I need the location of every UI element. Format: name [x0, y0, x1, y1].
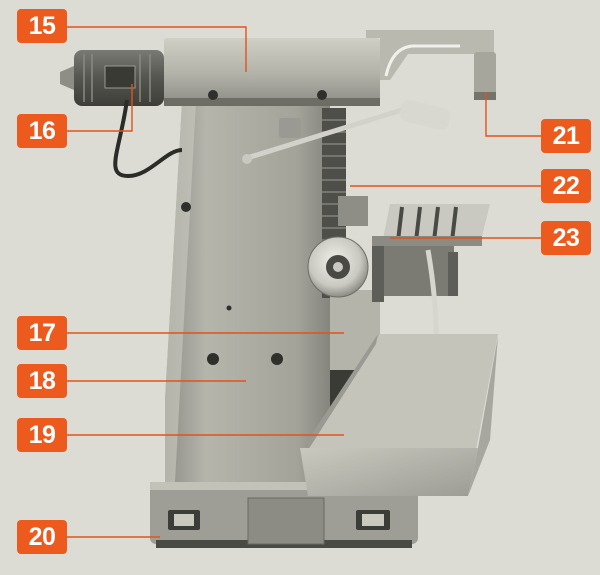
control-lever	[242, 99, 451, 164]
callout-22: 22	[541, 169, 591, 203]
callout-15: 15	[17, 9, 67, 43]
callout-20: 20	[17, 520, 67, 554]
leader-line-16	[67, 84, 133, 132]
callout-23: 23	[541, 221, 591, 255]
work-table	[372, 204, 490, 302]
leader-line-15	[67, 26, 247, 72]
chip-tray	[300, 334, 498, 496]
handwheel	[307, 236, 369, 298]
callout-21: 21	[541, 119, 591, 153]
machine-ram	[164, 30, 496, 106]
callout-16: 16	[17, 114, 67, 148]
callout-17: 17	[17, 316, 67, 350]
callout-18: 18	[17, 364, 67, 398]
machine-column	[165, 102, 330, 482]
callout-19: 19	[17, 418, 67, 452]
leader-line-21	[485, 92, 541, 137]
leader-lines	[67, 26, 541, 538]
motor	[60, 50, 183, 179]
machine-base	[150, 482, 418, 548]
